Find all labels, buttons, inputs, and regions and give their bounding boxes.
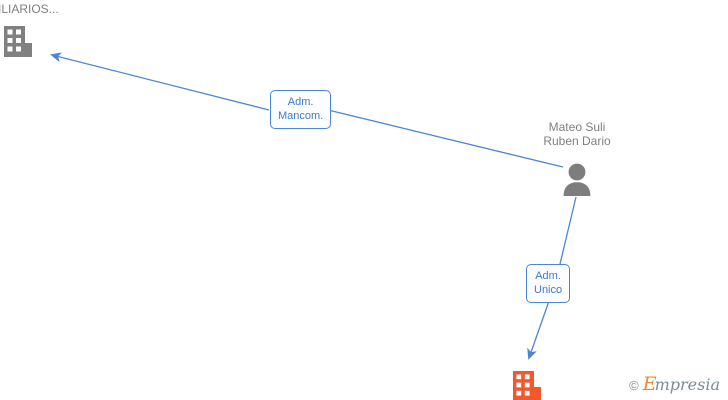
copyright-icon: © bbox=[629, 378, 639, 393]
brand-rest: mpresia bbox=[654, 375, 720, 394]
building-icon[interactable] bbox=[513, 371, 541, 400]
relation-box-adm-unico[interactable]: Adm. Unico bbox=[526, 264, 571, 303]
relation-label-line1: Adm. bbox=[535, 270, 561, 282]
building-icon[interactable] bbox=[4, 26, 34, 57]
relation-label-line2: Mancom. bbox=[278, 110, 324, 122]
relation-label-line2: Unico bbox=[534, 284, 563, 296]
person-label-line2: Ruben Dario bbox=[543, 134, 611, 148]
empresia-watermark: © Empresia bbox=[629, 375, 720, 395]
person-icon[interactable] bbox=[562, 163, 592, 196]
edge-adm-mancom-to-company-top-left bbox=[50, 52, 270, 111]
person-label: Mateo Suli Ruben Dario bbox=[512, 120, 642, 148]
relation-label-line1: Adm. bbox=[287, 96, 314, 108]
edge-adm-unico-to-company-bottom bbox=[527, 300, 550, 360]
relation-box-adm-mancom[interactable]: Adm. Mancom. bbox=[270, 90, 332, 129]
brand-name: Empresia bbox=[643, 375, 720, 395]
company-top-left-label: ILIARIOS... bbox=[0, 2, 59, 16]
brand-initial: E bbox=[642, 373, 657, 395]
edge-person-to-adm-unico bbox=[559, 196, 577, 265]
person-label-line1: Mateo Suli bbox=[548, 120, 606, 134]
